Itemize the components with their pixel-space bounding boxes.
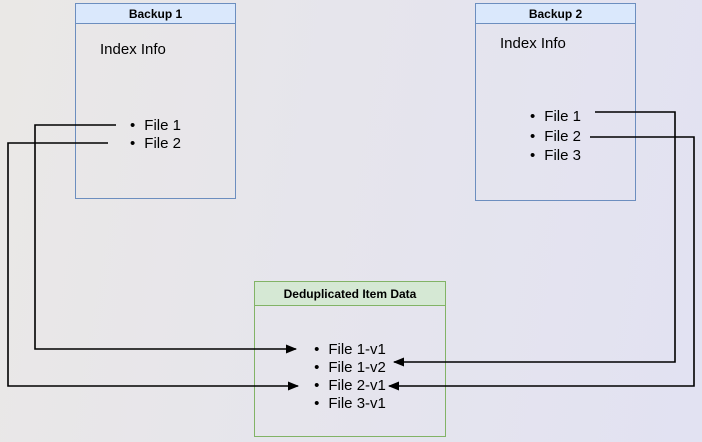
- backup2-index-info-label: Index Info: [500, 35, 566, 52]
- backup2-item-file3: File 3: [476, 146, 635, 166]
- backup1-box: Backup 1 Index Info File 1 File 2: [75, 3, 236, 199]
- dedup-item-file1v1: File 1-v1: [255, 341, 445, 359]
- backup1-item-file1: File 1: [76, 117, 235, 135]
- backup1-index-info-label: Index Info: [100, 41, 166, 58]
- backup1-title: Backup 1: [76, 4, 235, 24]
- backup1-item-file2: File 2: [76, 135, 235, 153]
- dedup-title: Deduplicated Item Data: [255, 282, 445, 306]
- backup1-file-list: File 1 File 2: [76, 117, 235, 153]
- dedup-item-file2v1: File 2-v1: [255, 377, 445, 395]
- backup2-item-file1: File 1: [476, 107, 635, 127]
- backup2-item-file2: File 2: [476, 127, 635, 147]
- backup2-file-list: File 1 File 2 File 3: [476, 107, 635, 166]
- dedup-file-list: File 1-v1 File 1-v2 File 2-v1 File 3-v1: [255, 341, 445, 413]
- backup2-title: Backup 2: [476, 4, 635, 24]
- dedup-item-file1v2: File 1-v2: [255, 359, 445, 377]
- backup2-box: Backup 2 Index Info File 1 File 2 File 3: [475, 3, 636, 201]
- dedup-item-file3v1: File 3-v1: [255, 395, 445, 413]
- dedup-box: Deduplicated Item Data File 1-v1 File 1-…: [254, 281, 446, 437]
